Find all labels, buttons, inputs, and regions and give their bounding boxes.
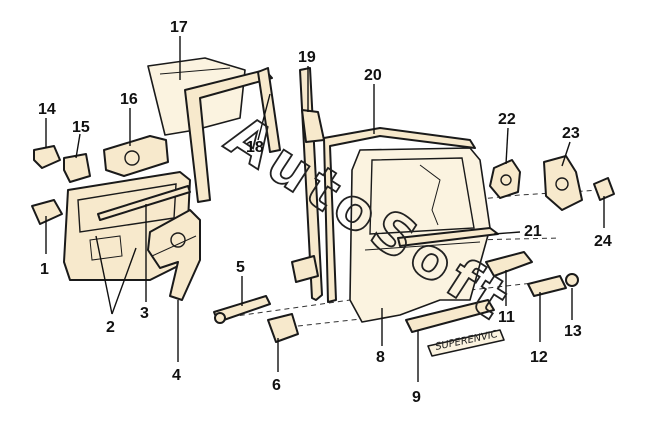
label-24: 24: [594, 233, 612, 250]
label-21: 21: [524, 223, 542, 240]
part-door-check: [213, 295, 271, 324]
label-17: 17: [170, 19, 188, 36]
part-glass-run-channel: [184, 67, 281, 203]
part-door-lock: [489, 159, 521, 199]
part-window-regulator: [147, 209, 201, 301]
label-22: 22: [498, 111, 516, 128]
part-hinge: [267, 313, 299, 343]
label-5: 5: [236, 259, 245, 276]
label-9: 9: [412, 389, 421, 406]
label-2: 2: [106, 319, 115, 336]
label-6: 6: [272, 377, 281, 394]
label-19: 19: [298, 49, 316, 66]
label-11: 11: [498, 309, 515, 326]
part-handle-escutcheon: [63, 153, 91, 183]
part-trim-strip: [97, 185, 191, 221]
part-armrest: [103, 135, 169, 177]
label-18: 18: [246, 139, 264, 156]
part-handle-bracket: [527, 275, 567, 297]
label-20: 20: [364, 67, 382, 84]
leader-lines: [45, 36, 605, 382]
part-badge: SUPERENVIC: [427, 329, 505, 357]
label-14: 14: [38, 101, 56, 118]
part-outer-handle: [485, 251, 533, 277]
part-striker: [593, 177, 615, 201]
label-23: 23: [562, 125, 580, 142]
label-1: 1: [40, 261, 49, 278]
part-door-seal: [323, 127, 476, 303]
callout-labels: 1 2 3 4 5 6 8 9 11 12 13 14 15 16 17 18 …: [38, 19, 612, 406]
label-15: 15: [72, 119, 90, 136]
part-armrest-cap: [33, 145, 61, 169]
part-lower-moulding: [405, 299, 495, 333]
part-lock-cylinder: [565, 273, 579, 287]
part-division-bar-bracket: [291, 255, 319, 283]
label-12: 12: [530, 349, 548, 366]
label-13: 13: [564, 323, 582, 340]
part-inner-handle: [31, 199, 63, 225]
label-4: 4: [172, 367, 181, 384]
label-3: 3: [140, 305, 149, 322]
label-8: 8: [376, 349, 385, 366]
label-16: 16: [120, 91, 138, 108]
